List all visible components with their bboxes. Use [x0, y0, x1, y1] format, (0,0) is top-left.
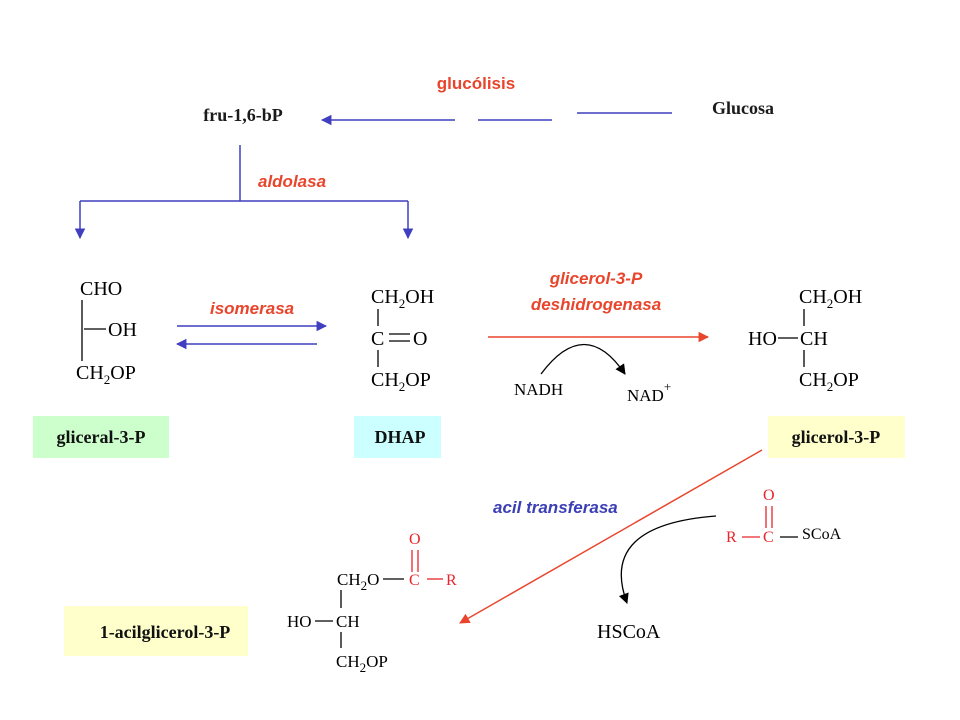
glucolisis-label: glucólisis	[437, 74, 515, 93]
hscoa-curved-arrow	[618, 515, 717, 604]
g3pdh-label-line1: glicerol-3-P	[549, 269, 643, 288]
gliceral-box-label: gliceral-3-P	[57, 427, 146, 447]
product-o: O	[409, 531, 421, 548]
dhap-structure: CH2OH C O CH2OP	[371, 286, 434, 394]
glycolysis-arrow	[320, 112, 672, 126]
gliceral-cho: CHO	[80, 278, 122, 300]
acil-arrow	[459, 449, 763, 624]
isomerasa-label: isomerasa	[210, 299, 294, 318]
acilglicerol-box-label: 1-acilglicerol-3-P	[100, 622, 231, 642]
acylcoa-r: R	[726, 529, 737, 546]
acylcoa-o: O	[763, 487, 775, 504]
acylcoa-c: C	[763, 529, 774, 546]
glicerol-box	[768, 416, 905, 458]
nad-label: NAD+	[627, 379, 671, 405]
nadh-curved-arrow	[540, 343, 626, 375]
dhap-o: O	[413, 328, 427, 350]
glicerol-ch: CH	[800, 328, 828, 350]
acylcoa-structure: O R C SCoA	[726, 487, 842, 546]
acylcoa-scoa: SCoA	[802, 526, 842, 543]
fru-label: fru-1,6-bP	[203, 105, 283, 125]
dhap-box	[354, 416, 441, 458]
product-r: R	[446, 572, 457, 589]
g3pdh-label-line2: deshidrogenasa	[531, 295, 661, 314]
dhap-box-label: DHAP	[375, 427, 426, 447]
glucosa-label: Glucosa	[712, 98, 774, 118]
product-ho: HO	[287, 612, 312, 631]
product-ch2o: CH2O	[337, 570, 379, 593]
glicerol-ch2oh: CH2OH	[799, 286, 862, 311]
isomerasa-arrows	[175, 320, 328, 350]
glicerol-ho: HO	[748, 328, 777, 350]
product-ch2op: CH2OP	[336, 652, 388, 675]
hscoa-label: HSCoA	[597, 621, 661, 643]
dhap-ch2oh: CH2OH	[371, 286, 434, 311]
gliceral-ch2op: CH2OP	[76, 362, 136, 387]
gliceral-structure: CHO OH CH2OP	[76, 278, 137, 387]
glicerol-ch2op: CH2OP	[799, 369, 859, 394]
gliceral-box	[33, 416, 169, 458]
product-structure: CH2O O C R HO CH CH2OP	[287, 531, 457, 675]
dhap-c: C	[371, 328, 384, 350]
aldolasa-label: aldolasa	[258, 172, 326, 191]
glicerol-structure: CH2OH HO CH CH2OP	[748, 286, 862, 394]
product-ch: CH	[336, 612, 360, 631]
acil-label: acil transferasa	[493, 498, 618, 517]
acilglicerol-box	[64, 606, 248, 656]
glicerol-box-label: glicerol-3-P	[792, 427, 881, 447]
gliceral-oh: OH	[108, 319, 137, 341]
aldolasa-split-arrow	[74, 145, 414, 240]
product-c: C	[409, 572, 420, 589]
nadh-label: NADH	[514, 380, 563, 399]
dhap-ch2op: CH2OP	[371, 369, 431, 394]
